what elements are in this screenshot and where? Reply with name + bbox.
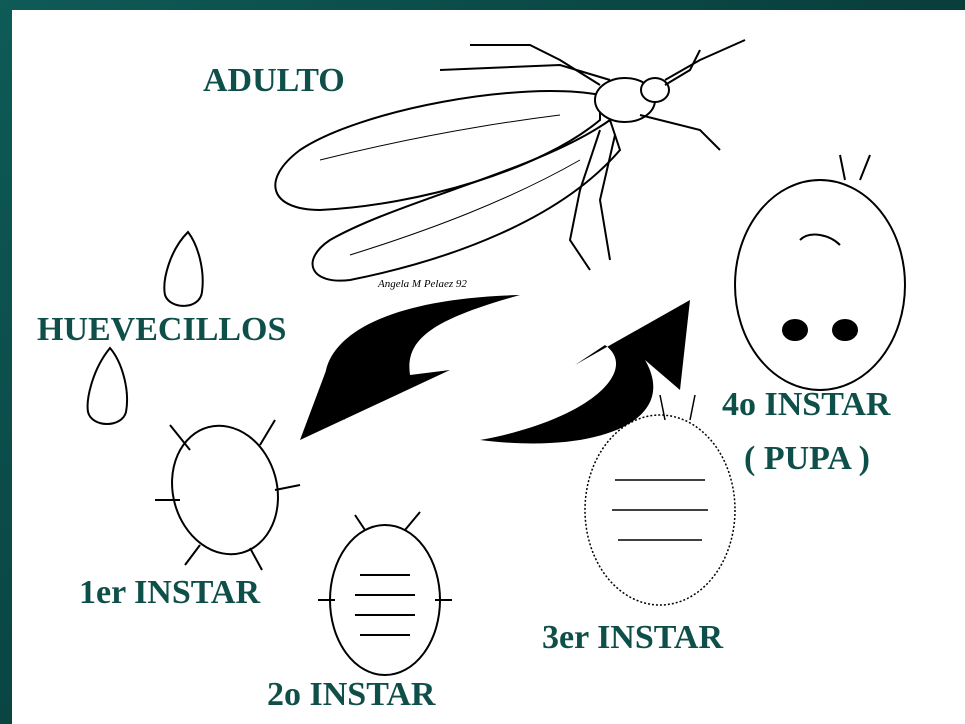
label-4o-instar: 4o INSTAR [722,388,890,422]
diagram-panel: Angela M Pelaez 92 [12,10,965,724]
label-adulto: ADULTO [203,64,345,98]
first-instar-drawing [155,414,300,570]
adult-wing-rear [313,120,620,281]
egg-lower [88,348,127,424]
artist-signature: Angela M Pelaez 92 [377,278,467,290]
lifecycle-illustration: Angela M Pelaez 92 [12,10,965,724]
label-1er-instar: 1er INSTAR [79,576,260,610]
label-huevecillos: HUEVECILLOS [37,313,286,347]
adult-insect-drawing [275,40,745,281]
egg-upper [164,232,202,306]
label-pupa: ( PUPA ) [744,442,870,476]
cycle-arrow-left [300,295,520,440]
second-instar-drawing [318,512,452,675]
adult-wing-front [275,91,600,210]
label-2o-instar: 2o INSTAR [267,678,435,712]
label-3er-instar: 3er INSTAR [542,621,723,655]
fourth-instar-drawing [735,155,905,390]
